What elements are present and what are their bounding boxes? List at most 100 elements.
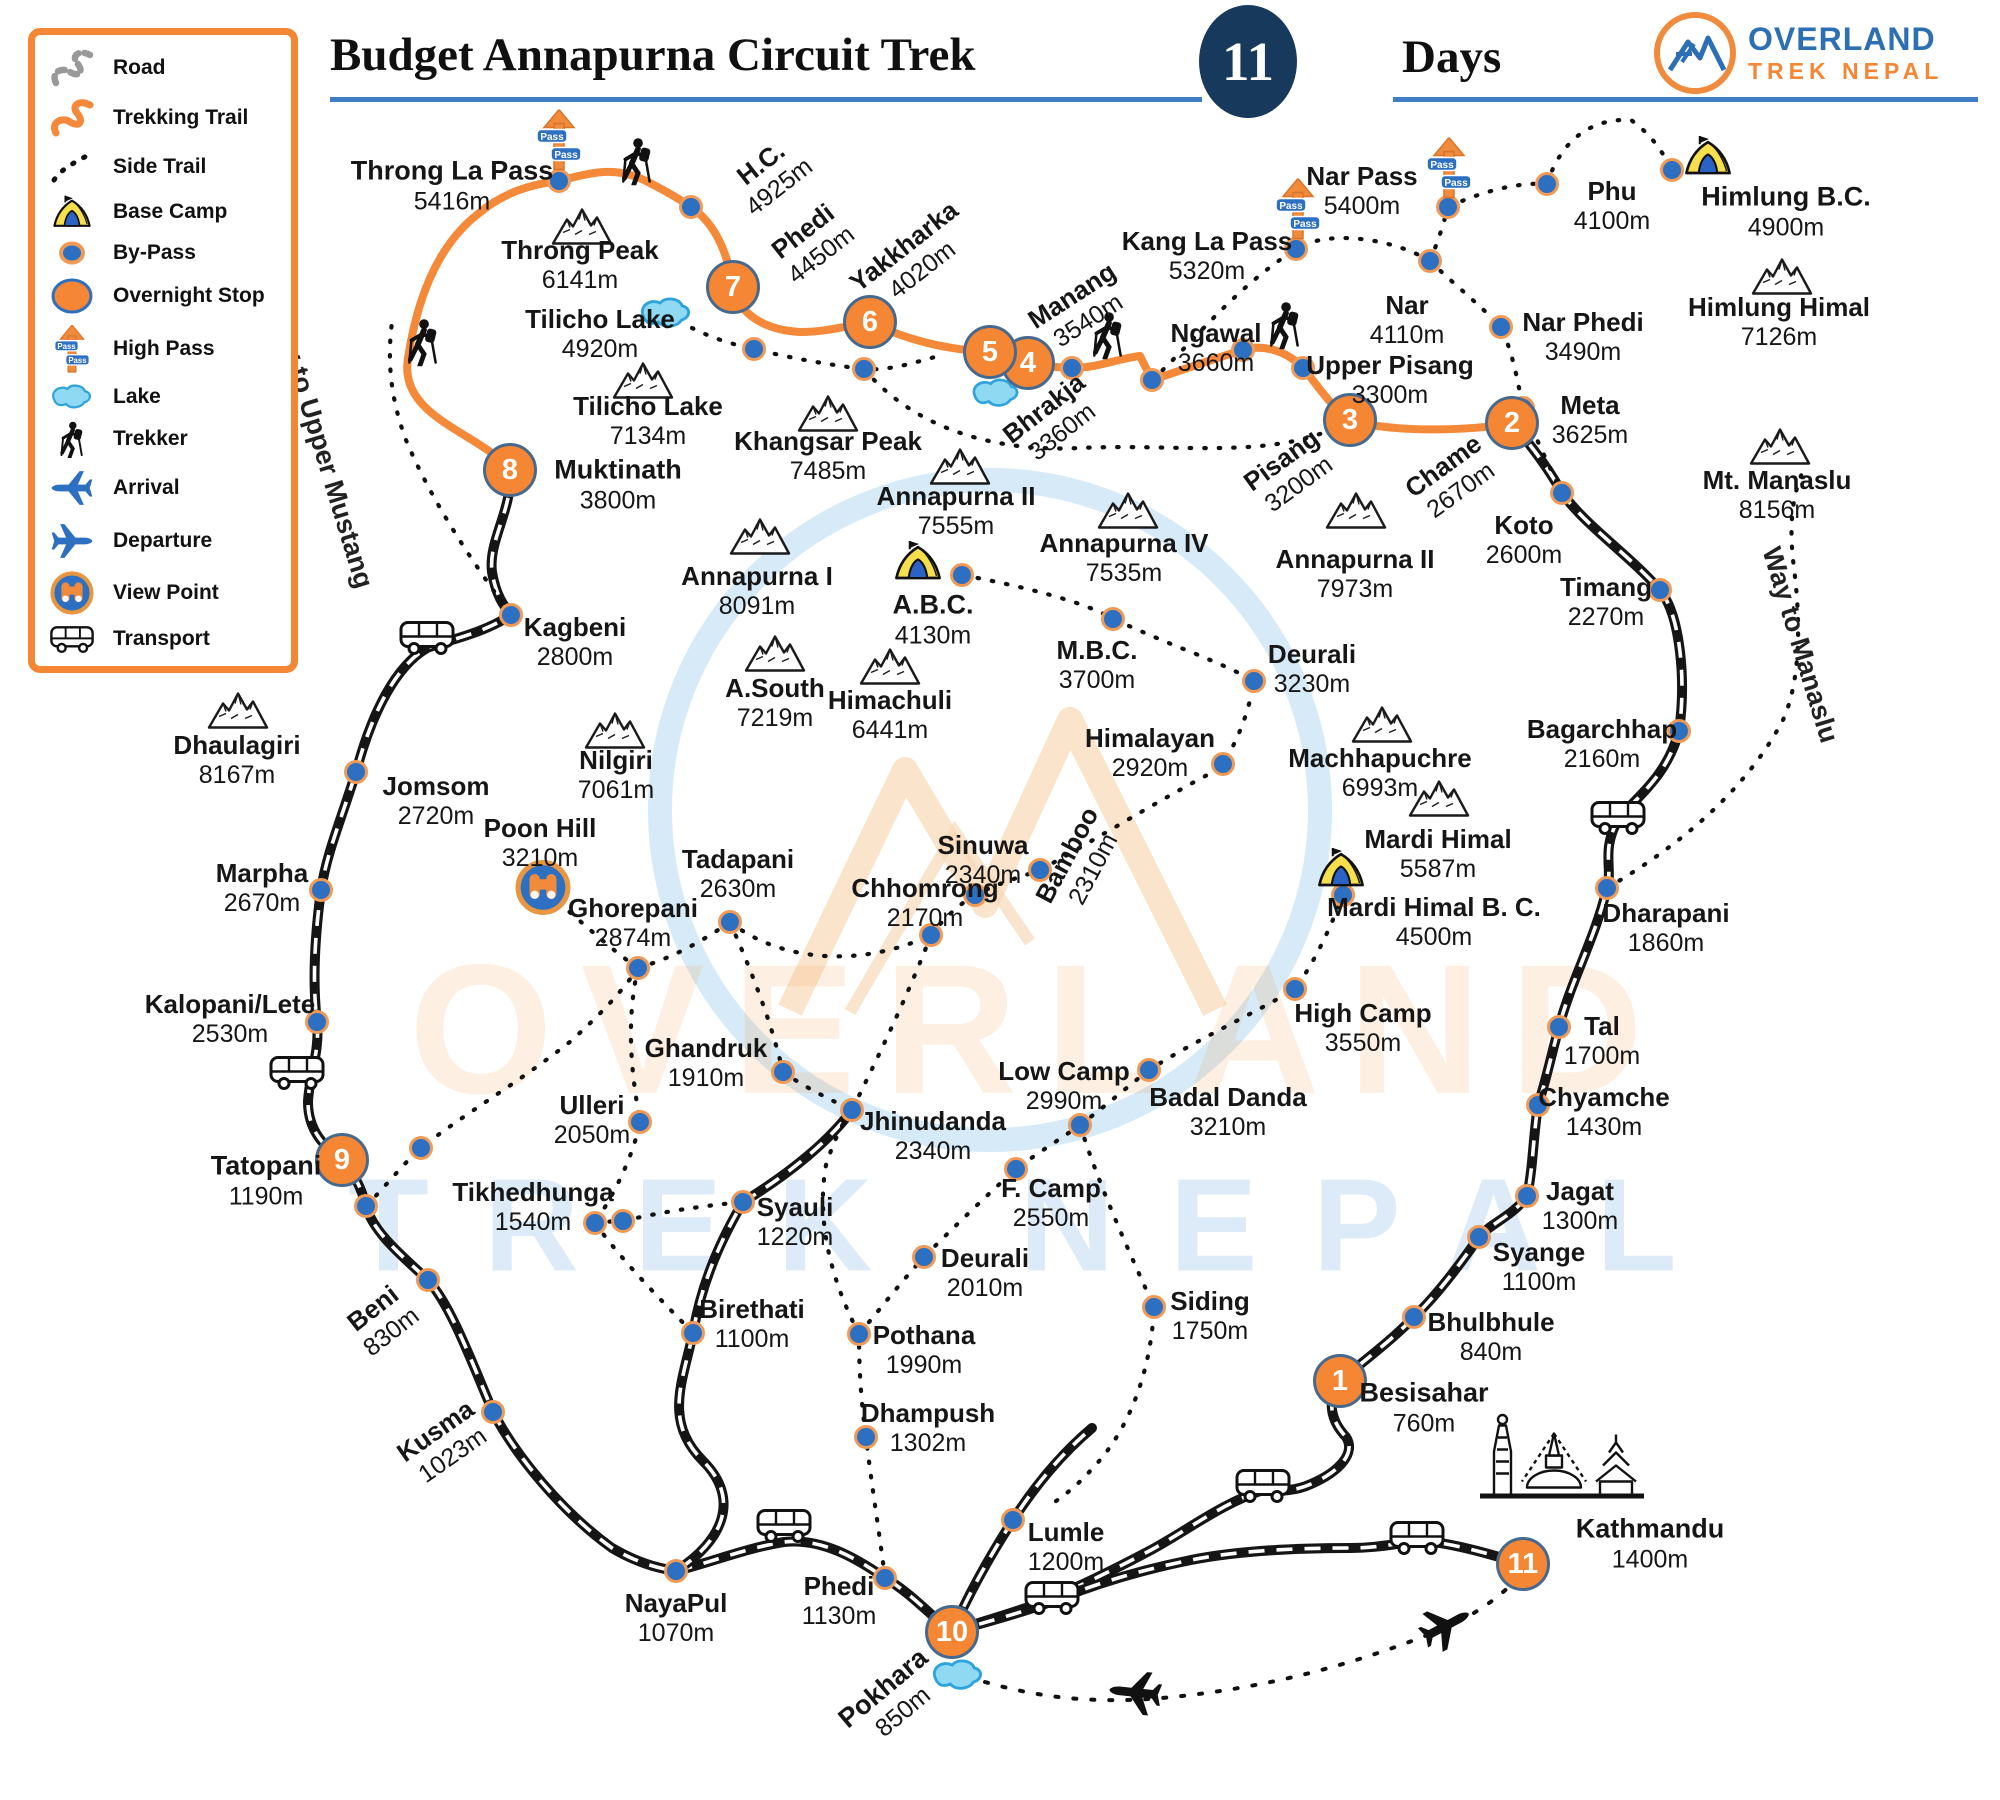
trekker	[401, 318, 445, 371]
legend-item-side-trail: Side Trail	[43, 148, 283, 186]
label-elevation: 2550m	[1012, 1203, 1090, 1232]
label-text: Throng Peak	[501, 234, 659, 265]
bus-icon	[1024, 1581, 1080, 1615]
label-elevation: 2600m	[1485, 540, 1563, 569]
bypass-dot-deurali	[912, 1245, 936, 1269]
label-elevation: 2160m	[1563, 744, 1641, 773]
label-elevation: 7973m	[1316, 574, 1394, 603]
lake	[929, 1656, 987, 1699]
base-camp-tent-icon	[895, 540, 941, 580]
label-elevation: 4100m	[1573, 206, 1651, 235]
label-elevation: 1220m	[756, 1222, 834, 1251]
peak-nilgiri	[584, 709, 646, 754]
stop-number: 6	[861, 305, 879, 338]
transport-icon	[43, 624, 101, 654]
label-elevation: 7134m	[609, 421, 687, 450]
legend-item-label: High Pass	[113, 337, 215, 361]
label-elevation: 5416m	[413, 187, 491, 216]
base-camp-tent	[1314, 846, 1368, 894]
side-trail	[820, 1107, 862, 1337]
bypass-dot-bhulbhule	[1402, 1305, 1426, 1329]
svg-text:Pass: Pass	[1293, 219, 1317, 230]
transport-bus	[1589, 798, 1647, 841]
side-trail-icon	[51, 151, 93, 183]
label-text: Lumle	[1027, 1516, 1105, 1547]
side-trail	[1043, 1122, 1157, 1511]
label-elevation: 1070m	[637, 1618, 715, 1647]
label-elevation: 2170m	[886, 903, 964, 932]
high-pass-sign-icon: Pass Pass	[536, 108, 582, 171]
bypass-dot	[742, 337, 766, 361]
label-elevation: 3490m	[1544, 337, 1622, 366]
bypass-dot-dharapani	[1595, 876, 1619, 900]
bypass-dot	[547, 169, 571, 193]
label-text: F. Camp	[1001, 1172, 1101, 1203]
label-text: Chyamche	[1538, 1081, 1670, 1112]
kathmandu-skyline-icon	[1480, 1413, 1644, 1499]
label-text: M.B.C.	[1056, 634, 1138, 665]
legend-item-label: View Point	[113, 581, 219, 605]
label-text: Koto	[1494, 509, 1554, 540]
peak-himlung-himal	[1751, 255, 1813, 300]
bypass-dot-marpha	[309, 878, 333, 902]
label-text: Tilicho Lake	[525, 303, 675, 334]
high-pass-sign-icon: Pass Pass	[1275, 177, 1321, 240]
label-elevation: 1750m	[1171, 1316, 1249, 1345]
label-elevation: 3700m	[1058, 665, 1136, 694]
label-text: Tatopani	[210, 1150, 322, 1181]
departure-plane	[1408, 1588, 1486, 1668]
base-camp-tent-icon	[1318, 847, 1364, 887]
label-elevation: 7555m	[917, 511, 995, 540]
label-text: Siding	[1170, 1285, 1250, 1316]
label-elevation: 5587m	[1399, 854, 1477, 883]
legend-item-label: Transport	[113, 626, 210, 650]
road-icon	[43, 47, 101, 89]
label-text: Annapurna IV	[1039, 527, 1209, 558]
base-camp-tent-icon	[1685, 135, 1731, 175]
kathmandu-skyline	[1472, 1405, 1652, 1511]
side-trail	[592, 1220, 696, 1336]
bypass-dot-tikhedhunga	[583, 1211, 607, 1235]
legend-item-label: Road	[113, 56, 166, 79]
label-elevation: 1990m	[885, 1350, 963, 1379]
high-pass-sign-icon: Pass Pass	[54, 324, 90, 373]
label-elevation: 3300m	[1351, 380, 1429, 409]
peak-throng-peak	[551, 205, 613, 250]
label-elevation: 2340m	[894, 1136, 972, 1165]
label-elevation: 2874m	[594, 923, 672, 952]
bypass-dot-pothana	[847, 1322, 871, 1346]
svg-text:Pass: Pass	[57, 342, 76, 351]
svg-text:Pass: Pass	[540, 132, 564, 143]
label-elevation: 5320m	[1168, 256, 1246, 285]
trekker-icon	[1092, 312, 1122, 362]
trekker	[1086, 311, 1130, 364]
label-elevation: 8167m	[198, 760, 276, 789]
peak-mardi-himal	[1408, 777, 1470, 822]
transport-bus	[1023, 1578, 1081, 1621]
high-pass-sign: Pass Pass	[1275, 177, 1321, 245]
mountain-icon	[551, 208, 613, 245]
mountain-icon	[1325, 492, 1387, 529]
legend-item-overnight-stop: Overnight Stop	[43, 276, 283, 316]
label-text: High Camp	[1294, 997, 1432, 1028]
bypass-dot-ngawal	[1140, 368, 1164, 392]
svg-text:Pass: Pass	[1279, 201, 1303, 212]
label-elevation: 2670m	[223, 888, 301, 917]
label-text: Mardi Himal B. C.	[1327, 891, 1541, 922]
